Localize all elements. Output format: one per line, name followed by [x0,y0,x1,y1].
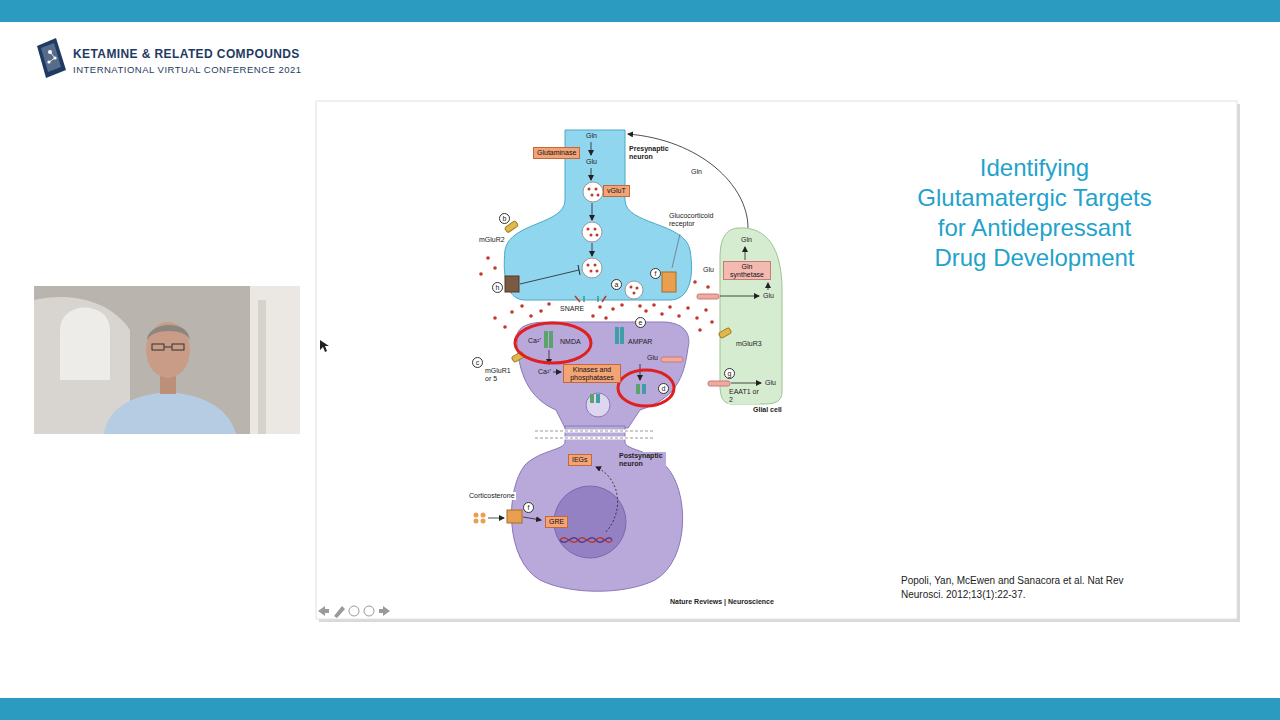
molecule-label: Gln [690,168,703,176]
receptor-label: mGluR2 [478,236,506,244]
webcam-feed [34,286,300,434]
brand-name: KETAMINE & RELATED COMPOUNDS [72,47,301,61]
enzyme-box: Gln synthetase [723,261,771,280]
receptor-label: Glucocorticoid receptor [668,212,722,228]
glutamine-cycle-arrow [628,134,748,228]
callout-letter: h [492,282,503,293]
brand-subtitle: INTERNATIONAL VIRTUAL CONFERENCE 2021 [72,64,303,76]
cell-label: Glial cell [752,406,783,414]
enzyme-box: Glutaminase [533,147,580,159]
receptor-label: AMPAR [627,338,653,346]
callout-letter: e [635,317,646,328]
box-text: vGluT [607,187,626,195]
transporter-box: vGluT [603,185,630,197]
molecule-label: Gln [585,132,598,140]
molecule-label: Glu [702,266,715,274]
cell-label: Presynaptic neuron [628,145,676,161]
box-text: IEGs [572,456,588,464]
callout-letter: f [650,268,661,279]
callout-letter: d [658,383,669,394]
protein-label: SNARE [559,305,585,313]
logo-icon [37,38,66,78]
transporter-label: EAAT1 or 2 [728,388,760,404]
presynaptic-neuron [504,130,691,302]
highlight-circle [515,323,591,363]
box-text: Glutaminase [537,149,576,157]
glial-cell [697,228,782,404]
receptor-label: mGluR1 or 5 [484,367,514,383]
gene-box: IEGs [568,454,592,466]
slide-title: Identifying Glutamatergic Targets for An… [912,153,1157,273]
receptor-label: NMDA [559,338,582,346]
ion-label: Ca²⁺ [537,368,552,376]
callout-letter: c [472,357,483,368]
callout-letter: b [499,213,510,224]
bottom-bar [0,698,1280,720]
citation: Popoli, Yan, McEwen and Sanacora et al. … [901,574,1151,602]
mouse-cursor [320,340,329,352]
receptor-label: mGluR3 [735,340,763,348]
molecule-label: Glu [762,292,775,300]
box-text: Gln synthetase [727,263,767,278]
callout-letter: g [724,368,735,379]
cell-label: Postsynaptic neuron [618,452,666,468]
journal-credit: Nature Reviews | Neuroscience [669,598,775,606]
molecule-label: Glu [764,379,777,387]
molecule-label: Gln [740,236,753,244]
top-bar [0,0,1280,22]
glutamate-dots [479,256,714,332]
molecule-label: Glu [585,158,598,166]
postsynaptic-neuron [474,426,683,591]
slide-controls [318,606,390,618]
callout-letter: f [523,502,534,513]
callout-letter: a [611,279,622,290]
gene-box: GRE [545,516,568,528]
box-text: GRE [549,518,564,526]
highlight-circle [618,370,674,406]
hormone-label: Corticosterone [468,492,516,500]
ion-label: Ca²⁺ [527,337,542,345]
box-text: Kinases and phosphatases [567,366,617,381]
enzyme-box: Kinases and phosphatases [563,364,621,383]
slide [316,101,1237,619]
postsynaptic-spine [511,322,689,428]
molecule-label: Glu [646,354,659,362]
